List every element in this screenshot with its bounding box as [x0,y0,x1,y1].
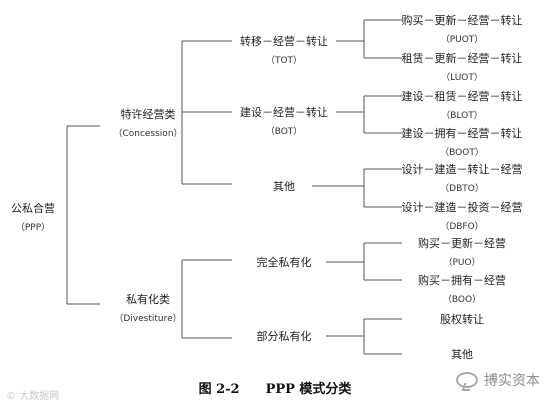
category-label: 部分私有化 [257,329,312,343]
category-label: 完全私有化 [257,255,312,269]
watermark-left: © 大数据网 [6,391,60,402]
mode-label: 购买－更新－经营 [418,236,506,250]
figure-caption: 图 2-2 PPP 模式分类 [198,382,352,397]
mode-label: 建设－拥有－经营－转让 [402,126,523,140]
mode-abbr: （PUOT） [441,34,484,45]
mode-label: 建设－租赁－经营－转让 [402,89,523,103]
branch-abbr: （Concession） [113,128,182,139]
branch-label: 特许经营类 [121,107,176,121]
watermark-right: 搏实资本 [456,370,540,390]
mode-abbr: （BOOT） [440,147,484,158]
category-label: 建设－经营－转让 [240,105,328,119]
mode-label: 设计－建造－转让－经营 [402,162,523,176]
category-abbr: （TOT） [266,55,302,66]
root-abbr: （PPP） [16,222,50,233]
mode-abbr: （PUO） [443,257,480,268]
branch-label: 私有化类 [126,292,170,306]
branch-abbr: （Divestiture） [114,313,181,324]
mode-abbr: （LUOT） [441,72,483,83]
mode-label: 其他 [451,348,473,361]
mode-label: 租赁－更新－经营－转让 [402,51,523,65]
mode-abbr: （DBTO） [440,183,484,194]
root-label: 公私合营 [11,201,55,215]
mode-label: 设计－建造－投资－经营 [402,200,523,214]
category-label: 其他 [273,180,295,193]
mode-abbr: （BOO） [443,294,481,305]
category-abbr: （BOT） [266,126,303,137]
mode-abbr: （BLOT） [441,110,482,121]
mode-label: 购买－更新－经营－转让 [402,13,523,27]
mode-label: 购买－拥有－经营 [418,273,506,287]
category-label: 转移－经营－转让 [240,34,328,48]
connector-lines [66,19,402,355]
mode-abbr: （DBFO） [440,221,483,232]
wechat-icon [456,372,478,388]
watermark-right-text: 搏实资本 [484,373,540,389]
mode-label: 股权转让 [440,312,484,326]
